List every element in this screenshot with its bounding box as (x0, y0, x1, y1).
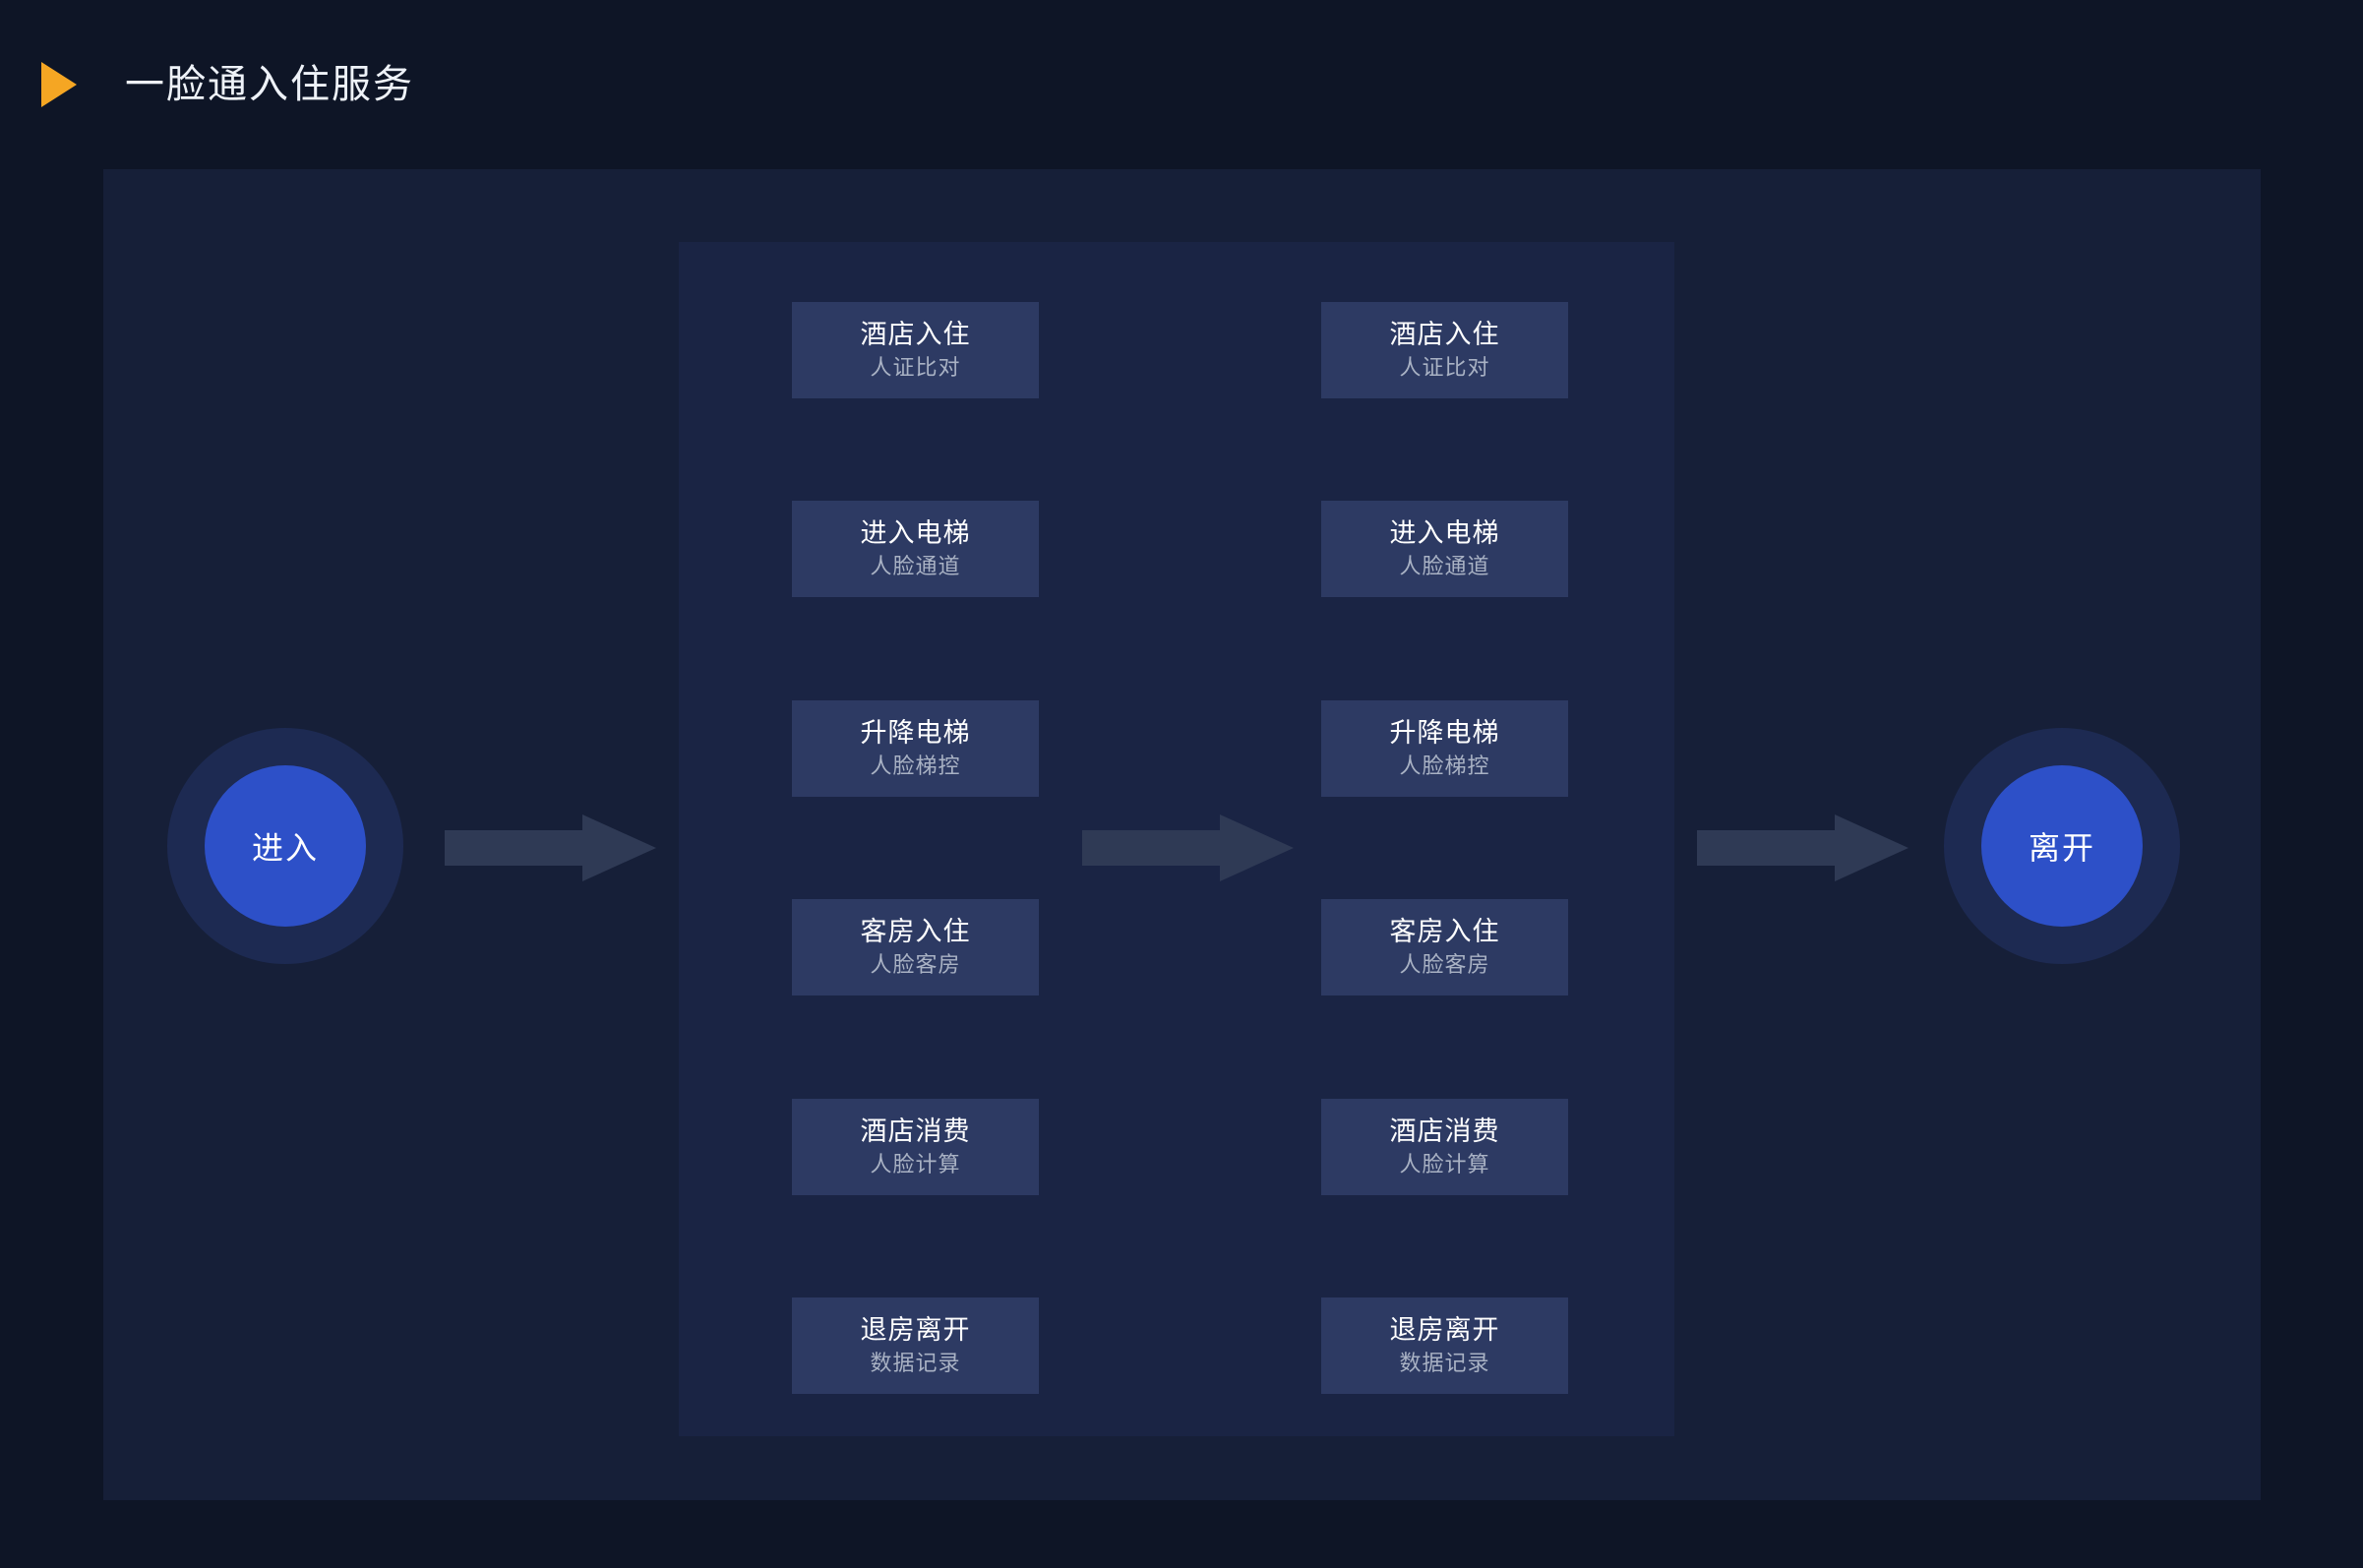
card-stage2-1[interactable]: 进入电梯 人脸通道 (1321, 501, 1568, 597)
card-stage1-5[interactable]: 退房离开 数据记录 (792, 1297, 1039, 1394)
card-subtitle: 人脸客房 (870, 952, 961, 978)
card-subtitle: 人脸客房 (1399, 952, 1490, 978)
card-subtitle: 人脸通道 (870, 554, 961, 579)
card-subtitle: 数据记录 (1399, 1351, 1490, 1376)
card-subtitle: 人证比对 (1399, 355, 1490, 381)
page-title: 一脸通入住服务 (125, 62, 414, 107)
card-stage1-0[interactable]: 酒店入住 人证比对 (792, 302, 1039, 398)
play-triangle-icon (41, 62, 77, 107)
start-node[interactable]: 进入 (167, 728, 403, 964)
card-title: 进入电梯 (1389, 517, 1500, 549)
page-header: 一脸通入住服务 (0, 0, 2363, 169)
card-stage2-4[interactable]: 酒店消费 人脸计算 (1321, 1099, 1568, 1195)
card-title: 升降电梯 (1389, 717, 1500, 749)
card-subtitle: 数据记录 (870, 1351, 961, 1376)
end-node-core: 离开 (1981, 765, 2143, 927)
card-title: 退房离开 (1389, 1314, 1500, 1346)
start-node-core: 进入 (205, 765, 366, 927)
card-title: 酒店入住 (1389, 319, 1500, 350)
card-title: 进入电梯 (860, 517, 971, 549)
card-title: 酒店消费 (860, 1116, 971, 1147)
card-title: 酒店入住 (860, 319, 971, 350)
card-subtitle: 人脸梯控 (1399, 754, 1490, 779)
start-node-label: 进入 (251, 829, 319, 867)
card-subtitle: 人脸计算 (870, 1152, 961, 1177)
card-subtitle: 人证比对 (870, 355, 961, 381)
card-subtitle: 人脸梯控 (870, 754, 961, 779)
card-stage1-2[interactable]: 升降电梯 人脸梯控 (792, 700, 1039, 797)
card-title: 退房离开 (860, 1314, 971, 1346)
card-stage2-0[interactable]: 酒店入住 人证比对 (1321, 302, 1568, 398)
card-stage2-3[interactable]: 客房入住 人脸客房 (1321, 899, 1568, 995)
arrow-stage2-to-end (1697, 814, 1909, 881)
card-subtitle: 人脸通道 (1399, 554, 1490, 579)
card-title: 酒店消费 (1389, 1116, 1500, 1147)
card-stage1-1[interactable]: 进入电梯 人脸通道 (792, 501, 1039, 597)
card-stage1-3[interactable]: 客房入住 人脸客房 (792, 899, 1039, 995)
card-title: 客房入住 (860, 916, 971, 947)
card-stage2-2[interactable]: 升降电梯 人脸梯控 (1321, 700, 1568, 797)
end-node-label: 离开 (2028, 829, 2095, 867)
card-stage2-5[interactable]: 退房离开 数据记录 (1321, 1297, 1568, 1394)
card-stage1-4[interactable]: 酒店消费 人脸计算 (792, 1099, 1039, 1195)
card-title: 客房入住 (1389, 916, 1500, 947)
card-subtitle: 人脸计算 (1399, 1152, 1490, 1177)
card-title: 升降电梯 (860, 717, 971, 749)
arrow-start-to-stage1 (445, 814, 656, 881)
arrow-stage1-to-stage2 (1082, 814, 1294, 881)
end-node[interactable]: 离开 (1944, 728, 2180, 964)
